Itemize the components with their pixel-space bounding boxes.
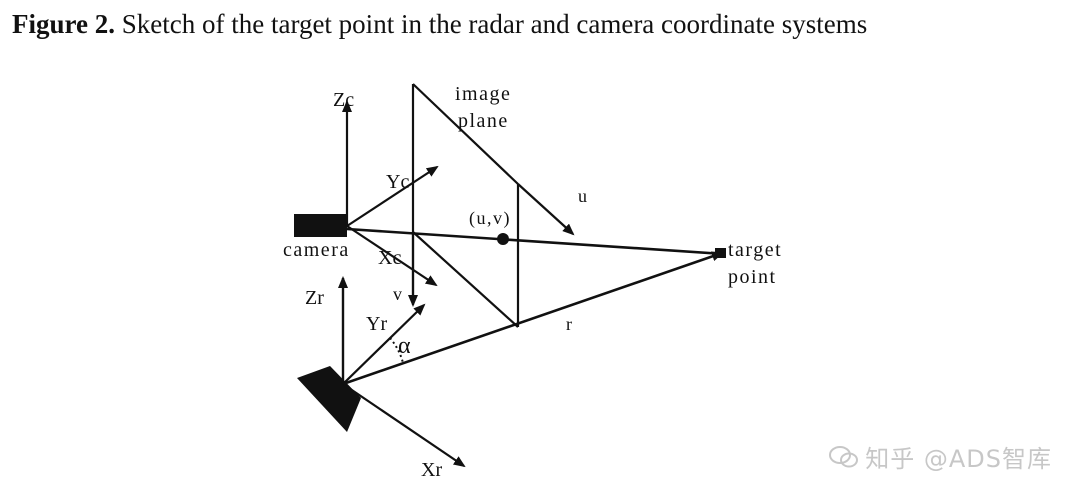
- projected-point: [497, 233, 509, 245]
- yr-axis-arrow: [342, 303, 426, 385]
- yc-label: Yc: [386, 171, 409, 193]
- xr-axis-arrow: [342, 383, 466, 468]
- alpha-angle-arc: [389, 337, 404, 364]
- xc-label: Xc: [378, 247, 401, 269]
- figure-label: Figure 2.: [12, 9, 115, 39]
- camera-label: camera: [283, 239, 350, 261]
- watermark: 知乎 @ADS智库: [829, 439, 1052, 474]
- image-plane-label-line2: plane: [458, 110, 509, 132]
- radar-ray: [342, 251, 724, 386]
- yc-axis-arrow: [346, 165, 439, 227]
- watermark-text: 知乎 @ADS智库: [865, 445, 1052, 473]
- image-plane-label-line1: image: [455, 83, 511, 105]
- camera-body: [294, 214, 347, 237]
- zr-label: Zr: [305, 287, 324, 309]
- u-label: u: [578, 186, 587, 206]
- xc-axis-arrow: [346, 225, 438, 287]
- u-axis-arrow: [517, 183, 575, 236]
- v-label: v: [393, 284, 402, 304]
- target-label-line1: target: [728, 239, 782, 261]
- figure-caption-text: Sketch of the target point in the radar …: [121, 9, 868, 39]
- figure-caption: Figure 2. Sketch of the target point in …: [12, 6, 1072, 42]
- zc-label: Zc: [333, 89, 354, 111]
- xr-label: Xr: [421, 459, 442, 481]
- alpha-label: α: [398, 333, 411, 359]
- target-label-line2: point: [728, 266, 777, 288]
- uv-label: (u,v): [469, 208, 511, 229]
- yr-label: Yr: [366, 313, 387, 335]
- wechat-icon: [829, 445, 859, 467]
- r-label: r: [566, 314, 572, 334]
- camera-ray: [346, 227, 725, 256]
